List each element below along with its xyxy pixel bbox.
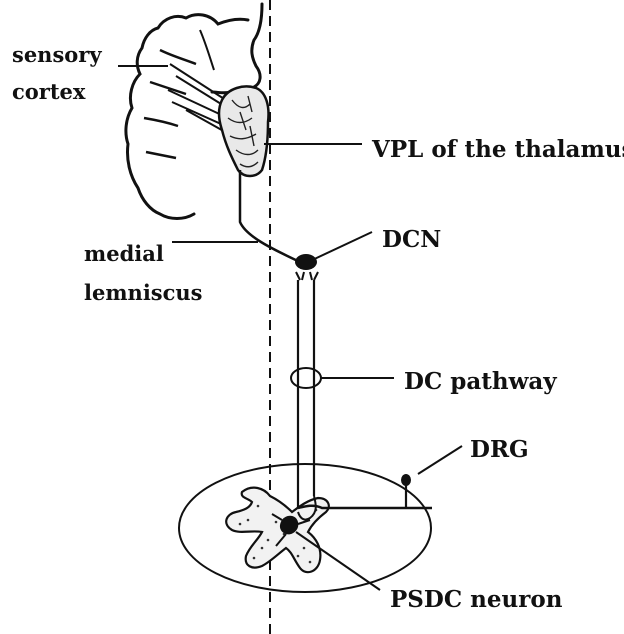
- label-drg: DRG: [470, 438, 529, 461]
- dcn-leader: [308, 232, 372, 262]
- label-sensory-cortex-line1: sensory: [12, 44, 102, 65]
- label-dcn: DCN: [382, 228, 441, 251]
- label-sensory-cortex-line2: cortex: [12, 81, 85, 102]
- label-dc-pathway: DC pathway: [404, 370, 557, 393]
- label-psdc-neuron: PSDC neuron: [390, 588, 562, 611]
- thalamus-vpl: [219, 87, 269, 177]
- cortex-fold-2: [150, 82, 186, 94]
- cortex-fold-5: [200, 30, 214, 70]
- dc-pathway-marker: [291, 368, 321, 388]
- drg-ganglion: [401, 474, 411, 486]
- label-medial-lemniscus-line1: medial: [84, 243, 164, 264]
- cortex-fold-4: [146, 152, 176, 158]
- primary-afferent: [298, 506, 432, 508]
- gray-matter: [226, 488, 329, 573]
- label-vpl: VPL of the thalamus: [372, 138, 624, 161]
- cortex-fold-3: [144, 118, 178, 126]
- cortex-fold-1: [160, 50, 196, 64]
- drg-leader: [418, 446, 462, 474]
- label-medial-lemniscus-line2: lemniscus: [84, 282, 203, 303]
- dcn-synaptic-endings: [296, 272, 318, 280]
- dcn-nucleus: [295, 254, 317, 270]
